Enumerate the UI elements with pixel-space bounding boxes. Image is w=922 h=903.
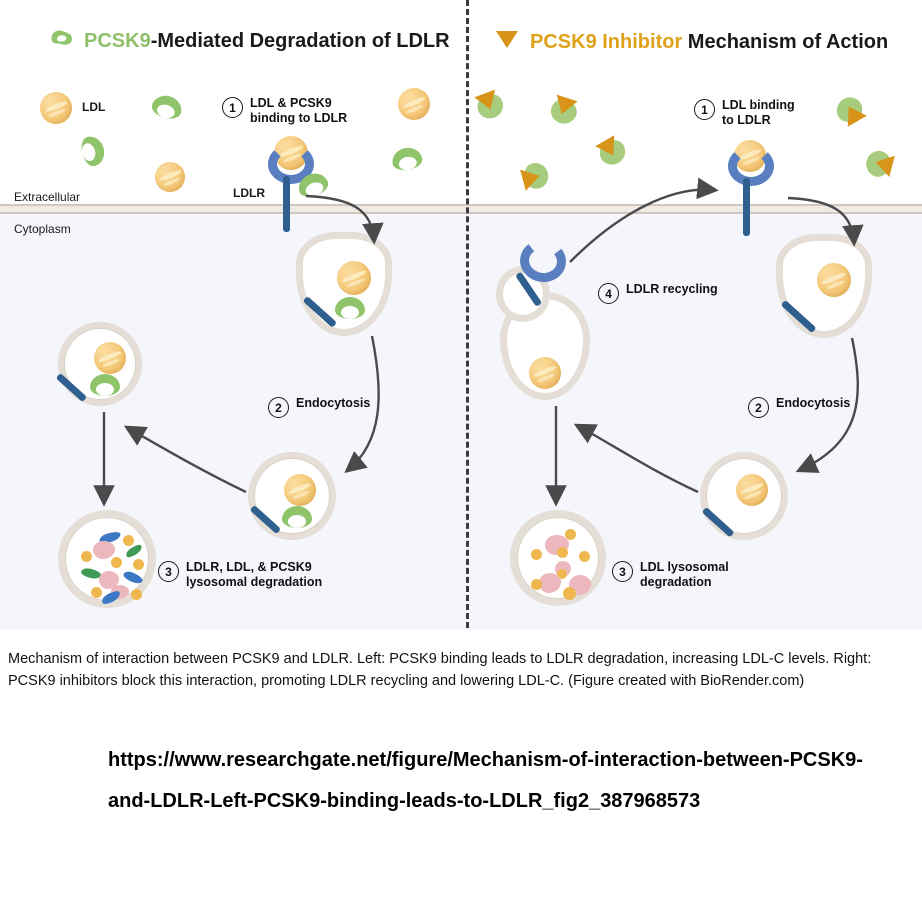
lysosome-fragment bbox=[539, 573, 561, 593]
lysosome-fragment bbox=[579, 551, 590, 562]
ldl-in-endosome bbox=[736, 474, 768, 506]
right-step-4: 4 LDLR recycling bbox=[598, 282, 718, 304]
pcsk9-particle bbox=[149, 92, 185, 122]
lysosome-fragment bbox=[123, 535, 134, 546]
pcsk9-inhibitor-complex bbox=[827, 90, 871, 133]
panel-divider bbox=[466, 0, 469, 628]
pcsk9-particle bbox=[78, 133, 108, 169]
step-text: Endocytosis bbox=[776, 396, 851, 410]
source-url-text: https://www.researchgate.net/figure/Mech… bbox=[108, 749, 863, 812]
ldl-in-endosome bbox=[529, 357, 561, 389]
ldl-particle bbox=[40, 92, 72, 124]
ldl-in-vesicle bbox=[817, 263, 851, 297]
lysosome-fragment bbox=[563, 587, 576, 600]
figure-panel: PCSK9-Mediated Degradation of LDLR PCSK9… bbox=[0, 0, 922, 630]
lysosome-fragment bbox=[531, 549, 542, 560]
ldl-particle bbox=[398, 88, 430, 120]
lysosome-fragment bbox=[565, 529, 576, 540]
pcsk9-in-vesicle bbox=[335, 297, 365, 319]
lysosome-fragment bbox=[99, 571, 119, 589]
right-step-2: 2 Endocytosis bbox=[748, 396, 850, 418]
lysosome-fragment bbox=[81, 551, 92, 562]
ldlr-label: LDLR bbox=[233, 186, 265, 200]
step-number: 3 bbox=[612, 561, 633, 582]
step-text: LDLR recycling bbox=[626, 282, 718, 296]
ldlr-stalk bbox=[743, 178, 750, 236]
step-number: 2 bbox=[748, 397, 769, 418]
ldlr-cup bbox=[728, 146, 774, 186]
left-endosome bbox=[248, 452, 336, 540]
left-upper-endosome bbox=[55, 322, 142, 406]
step-number: 1 bbox=[222, 97, 243, 118]
lysosome-fragment bbox=[557, 569, 567, 579]
right-title-accent: PCSK9 Inhibitor bbox=[530, 30, 683, 53]
extracellular-label: Extracellular bbox=[14, 190, 81, 204]
ldl-label: LDL bbox=[82, 100, 106, 114]
left-lysosome bbox=[58, 510, 156, 608]
ldlr-recycled bbox=[512, 237, 572, 310]
ldlr-receptor-surface bbox=[716, 140, 786, 236]
lysosome-fragment bbox=[111, 557, 122, 568]
pcsk9-inhibitor-complex bbox=[860, 145, 898, 186]
lysosome-fragment bbox=[131, 589, 142, 600]
ldlr-stalk bbox=[283, 176, 290, 232]
pcsk9-inhibitor-complex bbox=[470, 85, 512, 125]
pcsk9-inhibitor-complex bbox=[516, 155, 554, 196]
right-endosome bbox=[700, 452, 788, 540]
left-title-rest: -Mediated Degradation of LDLR bbox=[150, 29, 450, 52]
pcsk9-inhibitor-complex bbox=[544, 91, 586, 130]
step-text: Endocytosis bbox=[296, 396, 371, 410]
lysosome-fragment bbox=[122, 569, 144, 586]
ldl-in-vesicle bbox=[337, 261, 371, 295]
right-lysosome bbox=[510, 510, 606, 606]
ldlr-receptor-surface bbox=[256, 136, 331, 232]
left-step-2: 2 Endocytosis bbox=[268, 396, 370, 418]
pcsk9-in-endosome bbox=[282, 506, 312, 528]
right-panel-title: PCSK9 Inhibitor Mechanism of Action bbox=[494, 28, 888, 56]
pcsk9-crescent-icon bbox=[48, 28, 74, 54]
step-number: 2 bbox=[268, 397, 289, 418]
ldl-particle bbox=[155, 162, 185, 192]
lysosome-fragment bbox=[91, 587, 102, 598]
lysosome-fragment bbox=[93, 541, 115, 559]
lysosome-fragment bbox=[531, 579, 542, 590]
lysosome-fragment bbox=[133, 559, 144, 570]
step-number: 4 bbox=[598, 283, 619, 304]
figure-caption: Mechanism of interaction between PCSK9 a… bbox=[8, 651, 872, 690]
pcsk9-particle bbox=[390, 145, 424, 173]
step-number: 3 bbox=[158, 561, 179, 582]
left-panel-title: PCSK9-Mediated Degradation of LDLR bbox=[48, 28, 450, 54]
pcsk9-inhibitor-complex bbox=[591, 130, 635, 173]
left-title-accent: PCSK9 bbox=[84, 29, 151, 52]
step-number: 1 bbox=[694, 99, 715, 120]
ldl-in-endosome bbox=[94, 342, 126, 374]
inhibitor-triangle-icon bbox=[494, 28, 520, 56]
cytoplasm-label: Cytoplasm bbox=[14, 222, 71, 236]
ldlr-cup bbox=[268, 144, 314, 184]
right-title-rest: Mechanism of Action bbox=[682, 30, 889, 53]
ldl-in-endosome bbox=[284, 474, 316, 506]
pcsk9-in-endosome bbox=[90, 374, 120, 396]
lysosome-fragment bbox=[557, 547, 568, 558]
